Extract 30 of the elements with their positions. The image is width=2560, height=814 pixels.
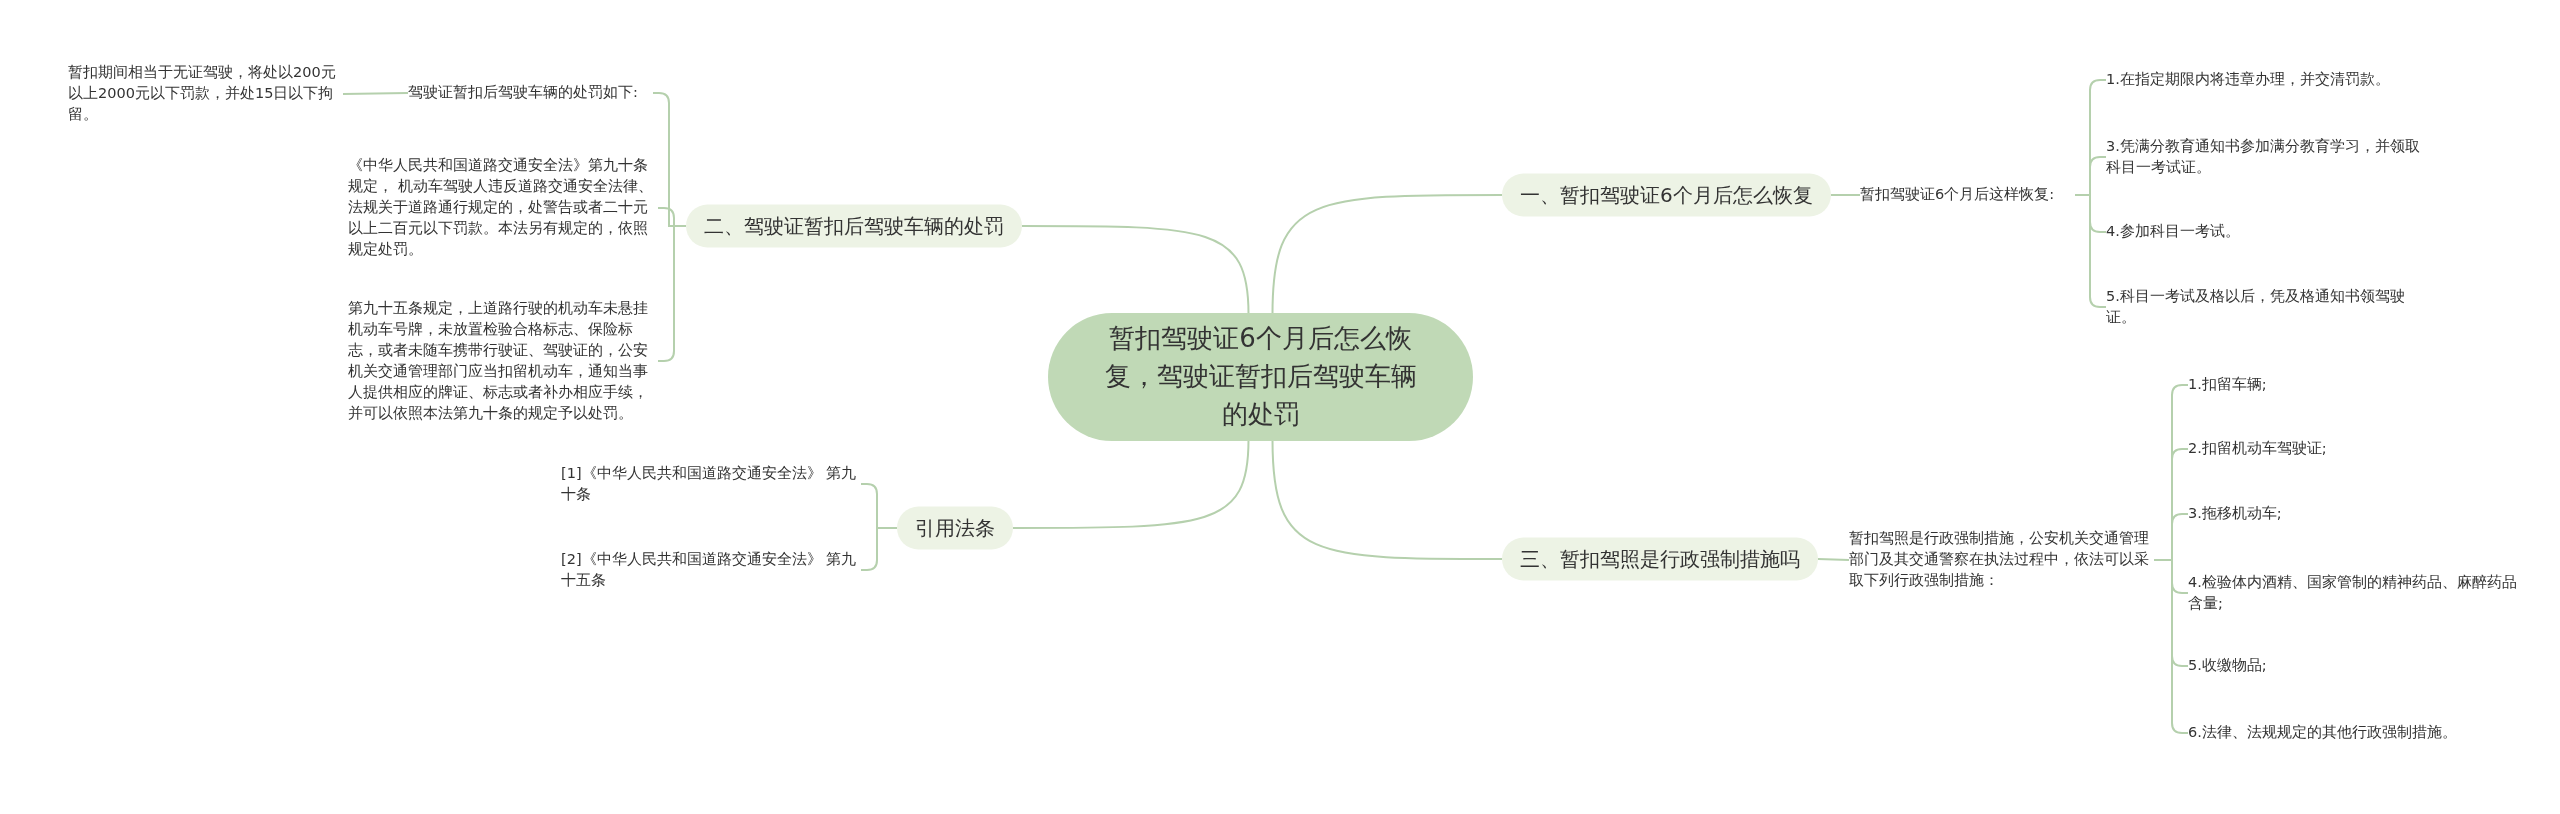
branch-topic: 引用法条 [897, 506, 1013, 550]
branch-topic: 三、暂扣驾照是行政强制措施吗 [1502, 537, 1818, 581]
branch-text: 5.收缴物品; [2188, 655, 2528, 677]
branch-text: 1.扣留车辆; [2188, 374, 2528, 396]
branch-text: 《中华人民共和国道路交通安全法》第九十条规定， 机动车驾驶人违反道路交通安全法律、法规关于道路通行规定的，处警告或者二十元以上二百元以下罚款。本法另有规定的，依照规定处罚。 [348, 155, 658, 261]
branch-text: 5.科目一考试及格以后，凭及格通知书领驾驶证。 [2106, 286, 2426, 328]
connector-line [1829, 194, 1861, 196]
branch-text: 暂扣期间相当于无证驾驶，将处以200元以上2000元以下罚款，并处15日以下拘留。 [68, 62, 343, 126]
branch-text: 1.在指定期限内将违章办理，并交清罚款。 [2106, 69, 2426, 91]
branch-text: 4.参加科目一考试。 [2106, 221, 2426, 243]
central-topic: 暂扣驾驶证6个月后怎么恢复，驾驶证暂扣后驾驶车辆的处罚 [1048, 313, 1473, 441]
branch-text: 暂扣驾照是行政强制措施，公安机关交通管理部门及其交通警察在执法过程中，依法可以采取下列行政强制措施： [1849, 528, 2154, 592]
branch-text: 3.拖移机动车; [2188, 503, 2528, 525]
branch-text: 3.凭满分教育通知书参加满分教育学习，并领取科目一考试证。 [2106, 136, 2426, 178]
branch-topic: 一、暂扣驾驶证6个月后怎么恢复 [1502, 173, 1831, 217]
branch-text: 第九十五条规定，上道路行驶的机动车未悬挂机动车号牌，未放置检验合格标志、保险标志，或者未随车携带行驶证、驾驶证的，公安机关交通管理部门应当扣留机动车，通知当事人提供相应的牌证、标志或者补办相应手续，并可以依照本法第九十条的规定予以处罚。 [348, 297, 658, 425]
connector-line [342, 92, 409, 95]
branch-text: [1]《中华人民共和国道路交通安全法》 第九十条 [561, 463, 861, 505]
branch-text: 暂扣驾驶证6个月后这样恢复: [1860, 184, 2075, 206]
branch-text: 6.法律、法规规定的其他行政强制措施。 [2188, 722, 2528, 744]
branch-text: [2]《中华人民共和国道路交通安全法》 第九十五条 [561, 549, 861, 591]
connector-line [1817, 558, 1850, 561]
connector-line [1271, 439, 1503, 560]
branch-text: 2.扣留机动车驾驶证; [2188, 438, 2528, 460]
branch-text: 驾驶证暂扣后驾驶车辆的处罚如下: [408, 82, 653, 104]
connector-line [1271, 194, 1503, 315]
connector-line [1012, 439, 1250, 529]
branch-topic: 二、驾驶证暂扣后驾驶车辆的处罚 [686, 204, 1022, 248]
branch-text: 4.检验体内酒精、国家管制的精神药品、麻醉药品含量; [2188, 572, 2528, 614]
connector-line [1021, 225, 1250, 315]
